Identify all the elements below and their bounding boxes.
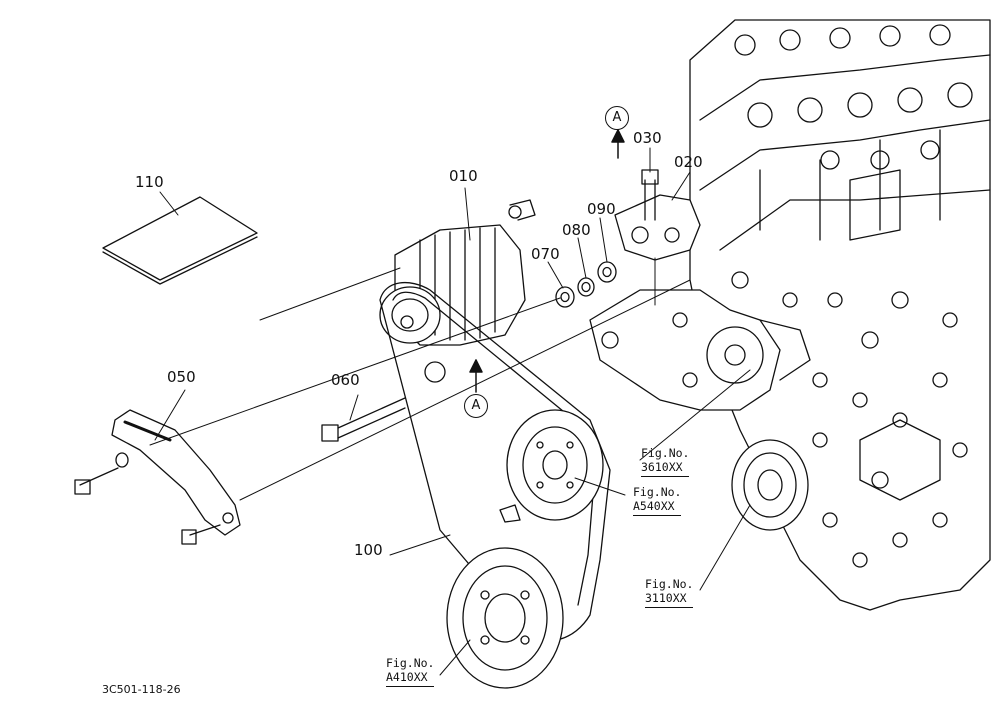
fan-pulley-drawing — [499, 409, 604, 523]
fig-ref-label: Fig.No. — [633, 485, 682, 499]
view-mark-a-upper: A — [605, 106, 629, 130]
crank-gear-drawing — [731, 439, 809, 531]
alternator-drawing — [379, 199, 536, 383]
view-mark-a-lower: A — [464, 394, 488, 418]
fig-ref-label: Fig.No. — [645, 577, 694, 591]
view-arrows — [469, 129, 625, 393]
fig-ref-3110: Fig.No. 3110XX — [645, 577, 694, 608]
manual-sheet-drawing — [102, 196, 258, 285]
fig-ref-number: 3610XX — [641, 460, 690, 477]
callout-060: 060 — [331, 371, 360, 389]
fig-ref-label: Fig.No. — [641, 446, 690, 460]
spacer-washers-drawing — [555, 261, 617, 308]
callout-070: 070 — [531, 245, 560, 263]
leader-lines — [149, 147, 751, 676]
callout-030: 030 — [633, 129, 662, 147]
callout-110: 110 — [135, 173, 164, 191]
callout-020: 020 — [674, 153, 703, 171]
long-bolt-drawing — [321, 397, 406, 442]
bracket-drawing — [614, 169, 701, 261]
fig-ref-a540: Fig.No. A540XX — [633, 485, 682, 516]
adjusting-arm-drawing — [74, 409, 241, 545]
fig-ref-a410: Fig.No. A410XX — [386, 656, 435, 687]
fig-ref-3610: Fig.No. 3610XX — [641, 446, 690, 477]
drawing-code: 3C501-118-26 — [102, 683, 181, 696]
fig-ref-number: A540XX — [633, 499, 682, 516]
crank-pulley-drawing — [446, 547, 564, 689]
fig-ref-label: Fig.No. — [386, 656, 435, 670]
callout-050: 050 — [167, 368, 196, 386]
fig-ref-number: 3110XX — [645, 591, 694, 608]
fig-ref-number: A410XX — [386, 670, 435, 687]
callout-080: 080 — [562, 221, 591, 239]
callout-100: 100 — [354, 541, 383, 559]
callout-090: 090 — [587, 200, 616, 218]
callout-010: 010 — [449, 167, 478, 185]
water-pump-drawing — [589, 289, 811, 411]
